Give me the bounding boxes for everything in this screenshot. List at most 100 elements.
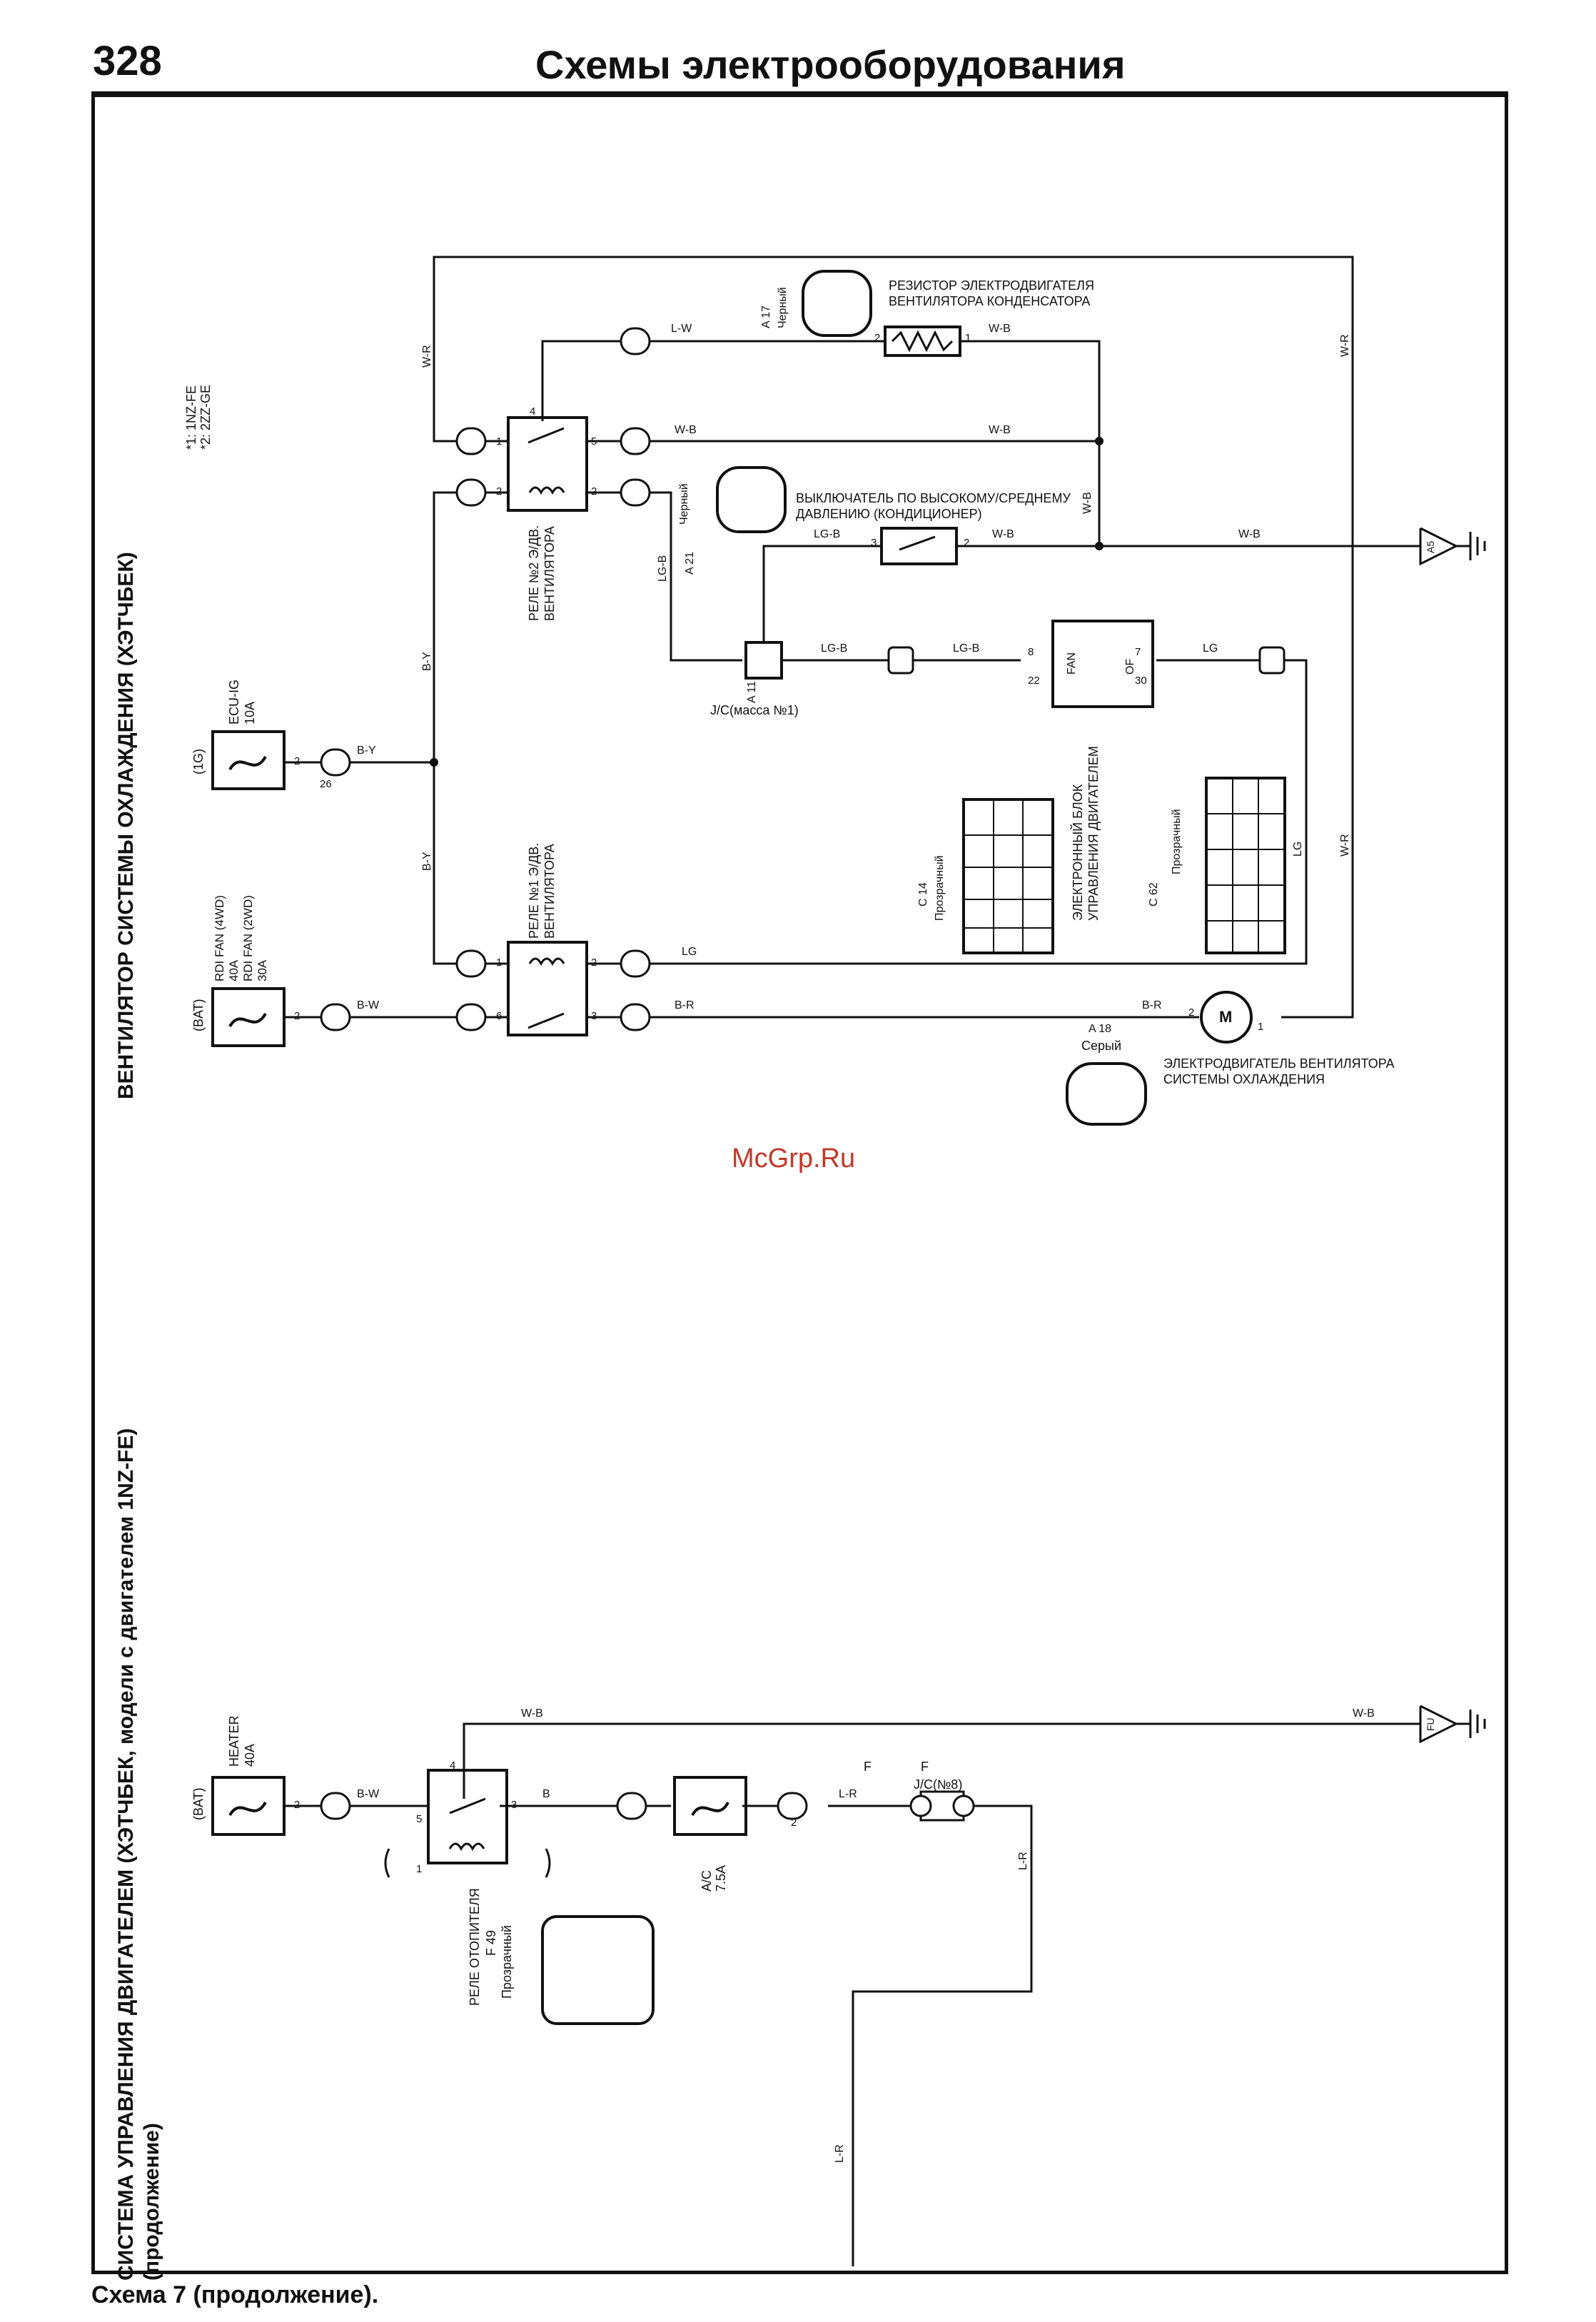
jc1-code: A 11 [746, 681, 758, 703]
junction-jc8 [909, 1790, 975, 1822]
pin-number: 2 [964, 537, 970, 549]
relay-fan-1-line1: РЕЛЕ №1 Э/ДВ. [527, 842, 541, 939]
wire-label: LG-B [821, 642, 848, 655]
ground-a5 [1419, 527, 1459, 566]
relay-fan-2-line2: ВЕНТИЛЯТОРА [542, 526, 557, 621]
wire-lg-b-switch [762, 545, 882, 642]
wire-w-b-resistor [960, 340, 1101, 546]
pin-number: 1 [496, 956, 502, 969]
relay-heater-line1: РЕЛЕ ОТОПИТЕЛЯ [468, 1888, 482, 2006]
pin-number: 4 [530, 405, 536, 418]
fuse-heater-name: HEATER [227, 1715, 241, 1767]
pin-number: 30 [1135, 675, 1147, 687]
connector-a17 [802, 270, 872, 337]
figure-caption: Схема 7 (продолжение). [91, 2281, 379, 2308]
pressure-switch-label-1: ВЫКЛЮЧАТЕЛЬ ПО ВЫСОКОМУ/СРЕДНЕМУ [796, 491, 1071, 505]
wire-label: W-B [989, 323, 1011, 335]
wire-b-y-relay1 [433, 762, 464, 965]
wire-label: W-R [421, 345, 433, 368]
section-title-engine: СИСТЕМА УПРАВЛЕНИЯ ДВИГАТЕЛЕМ (ХЭТЧБЕК, … [114, 1428, 138, 2281]
fuse-ecu-ig-source: (1G) [191, 749, 206, 774]
ecu-c62-code: C 62 [1148, 882, 1160, 907]
fuse-ac-rating: 7.5A [714, 1864, 728, 1892]
ecu-pin-fan: FAN [1066, 652, 1078, 675]
diagram-frame [91, 97, 1508, 2274]
wire-label: B-R [675, 999, 695, 1011]
relay-fan-2-line1: РЕЛЕ №2 Э/ДВ. [527, 525, 541, 621]
wire-label: B-W [357, 999, 380, 1011]
page-title: Схемы электрооборудования [535, 42, 1126, 87]
pin-number: 7 [1135, 646, 1141, 658]
relay-fan-1-line2: ВЕНТИЛЯТОРА [542, 844, 557, 939]
section-title-fan: ВЕНТИЛЯТОР СИСТЕМЫ ОХЛАЖДЕНИЯ (ХЭТЧБЕК) [114, 552, 138, 1099]
top-rule [91, 91, 1508, 97]
wire-label: LG-B [657, 555, 669, 582]
motor-code: A 18 [1089, 1023, 1112, 1035]
pin-number: 3 [511, 1799, 517, 1811]
wire-l-w [541, 340, 885, 421]
connector-a18 [1066, 1062, 1147, 1126]
wire-label: L-W [671, 323, 692, 335]
pin-number: 4 [450, 1760, 456, 1772]
motor-label-2: СИСТЕМЫ ОХЛАЖДЕНИЯ [1163, 1072, 1325, 1086]
wire-label: W-B [1353, 1707, 1375, 1720]
ecu-c62-color: Прозрачный [1171, 809, 1183, 874]
wire-label: B-W [357, 1788, 380, 1800]
resistor-label-2: ВЕНТИЛЯТОРА КОНДЕНСАТОРА [889, 294, 1091, 308]
pin-number: 2 [294, 1010, 300, 1022]
engine-note-2: *2: 2ZZ-GE [198, 384, 213, 450]
junction-jc1 [744, 641, 783, 680]
wire-l-r-jc [852, 1804, 1033, 2266]
jc8-label: J/C(№8) [914, 1777, 963, 1792]
section-subtitle-engine: (продолжение) [140, 2123, 163, 2281]
wire-label: W-R [1339, 334, 1351, 357]
fuse-rdi-name1: RDI FAN (4WD) [213, 895, 226, 981]
ecu-c14-code: C 14 [917, 882, 929, 907]
wire-label: LG-B [814, 528, 841, 540]
watermark: McGrp.Ru [732, 1144, 856, 1173]
fuse-ecu-ig [211, 730, 286, 790]
page-number: 328 [93, 38, 162, 84]
pin-number: 3 [871, 537, 877, 549]
motor-symbol: M [1219, 1008, 1233, 1026]
relay-heater [427, 1769, 508, 1864]
fuse-ac [673, 1776, 747, 1836]
motor-label-1: ЭЛЕКТРОДВИГАТЕЛЬ ВЕНТИЛЯТОРА [1163, 1056, 1395, 1071]
pin-number: 3 [591, 1010, 597, 1022]
pin-number: 2 [294, 755, 300, 767]
wire-w-r-top [433, 256, 1354, 1019]
pin-number: 1 [965, 332, 971, 344]
jc1-label: J/C(масса №1) [710, 703, 799, 717]
ecu-c14-color: Прозрачный [934, 855, 946, 921]
wire-label: W-B [992, 528, 1014, 540]
wire-label: LG [682, 946, 697, 958]
pin-number: 8 [1028, 646, 1034, 658]
connector-f49 [541, 1915, 655, 2025]
jc8-f-b: F [921, 1760, 929, 1774]
pin-number: 5 [416, 1813, 423, 1825]
wire-label: L-R [834, 2144, 846, 2163]
pin-number: 6 [496, 1010, 502, 1022]
fuse-heater-rating: 40A [243, 1743, 257, 1767]
wire-label: W-B [675, 424, 697, 436]
pin-number: 1 [496, 435, 502, 448]
wire-w-b-engine [463, 1722, 1420, 1799]
pressure-switch-color: Черный [678, 483, 690, 525]
relay-heater-color: Прозрачный [500, 1925, 514, 1999]
pressure-switch-label-2: ДАВЛЕНИЮ (КОНДИЦИОНЕР) [796, 507, 982, 521]
wire-label: L-R [1017, 1852, 1029, 1870]
wire-lg-ecu [628, 659, 1308, 965]
pin-number: 1 [1258, 1021, 1264, 1033]
fuse-rdi-source: (BAT) [191, 999, 206, 1031]
pin-number: 26 [320, 778, 332, 790]
wire-label: B-Y [421, 652, 433, 671]
ground-fu-label: FU [1425, 1717, 1436, 1731]
cooling-fan-motor [1200, 991, 1253, 1044]
resistor-code: A 17 [760, 305, 772, 328]
relay-fan-2 [507, 416, 588, 512]
wire-label: W-R [1339, 834, 1351, 857]
ecu-label-1: ЭЛЕКТРОННЫЙ БЛОК [1071, 784, 1085, 921]
wire-label: W-B [989, 424, 1011, 436]
fuse-rdi-rating2: 30A [256, 959, 269, 981]
